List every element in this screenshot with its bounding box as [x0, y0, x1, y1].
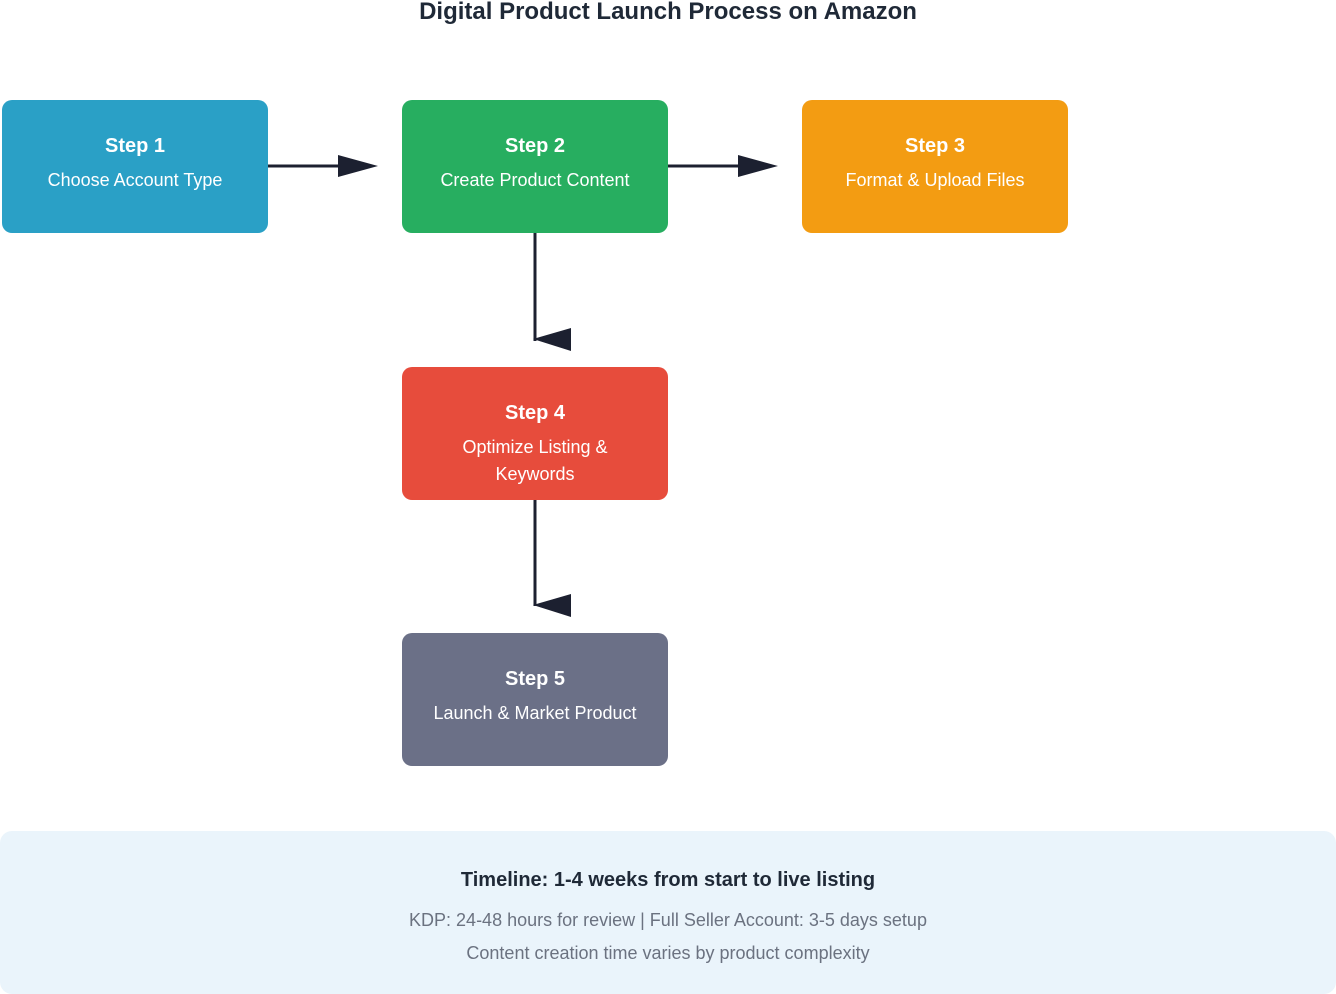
step-1-description: Choose Account Type [47, 170, 223, 190]
step-3-description: Format & Upload Files [845, 170, 1025, 190]
step-2-description: Create Product Content [440, 170, 630, 190]
step-4-box: Step 4 Optimize Listing & Keywords [402, 367, 668, 500]
step-4-label: Step 4 [504, 402, 566, 424]
arrow-step1-step2-head [338, 155, 378, 177]
arrow-step2-step3-head [738, 155, 778, 177]
step-3-label: Step 3 [904, 135, 966, 157]
diagram-title: Digital Product Launch Process on Amazon [419, 0, 917, 25]
step-1-label: Step 1 [104, 135, 166, 157]
step-4-description: Optimize Listing & Keywords [462, 437, 608, 484]
timeline-review-times: KDP: 24-48 hours for review | Full Selle… [409, 910, 927, 930]
step-2-box: Step 2 Create Product Content [402, 100, 668, 233]
arrow-step4-step5-head [533, 594, 571, 617]
timeline-heading: Timeline: 1-4 weeks from start to live l… [460, 869, 876, 891]
step-3-box: Step 3 Format & Upload Files [802, 100, 1068, 233]
step-1-box: Step 1 Choose Account Type [2, 100, 268, 233]
arrow-step2-step4-head [533, 328, 571, 351]
timeline-panel: Timeline: 1-4 weeks from start to live l… [0, 831, 1336, 994]
step-5-box: Step 5 Launch & Market Product [402, 633, 668, 766]
step-5-description: Launch & Market Product [433, 703, 637, 723]
timeline-content-note: Content creation time varies by product … [466, 943, 870, 963]
step-5-label: Step 5 [504, 668, 566, 690]
step-2-label: Step 2 [504, 135, 566, 157]
